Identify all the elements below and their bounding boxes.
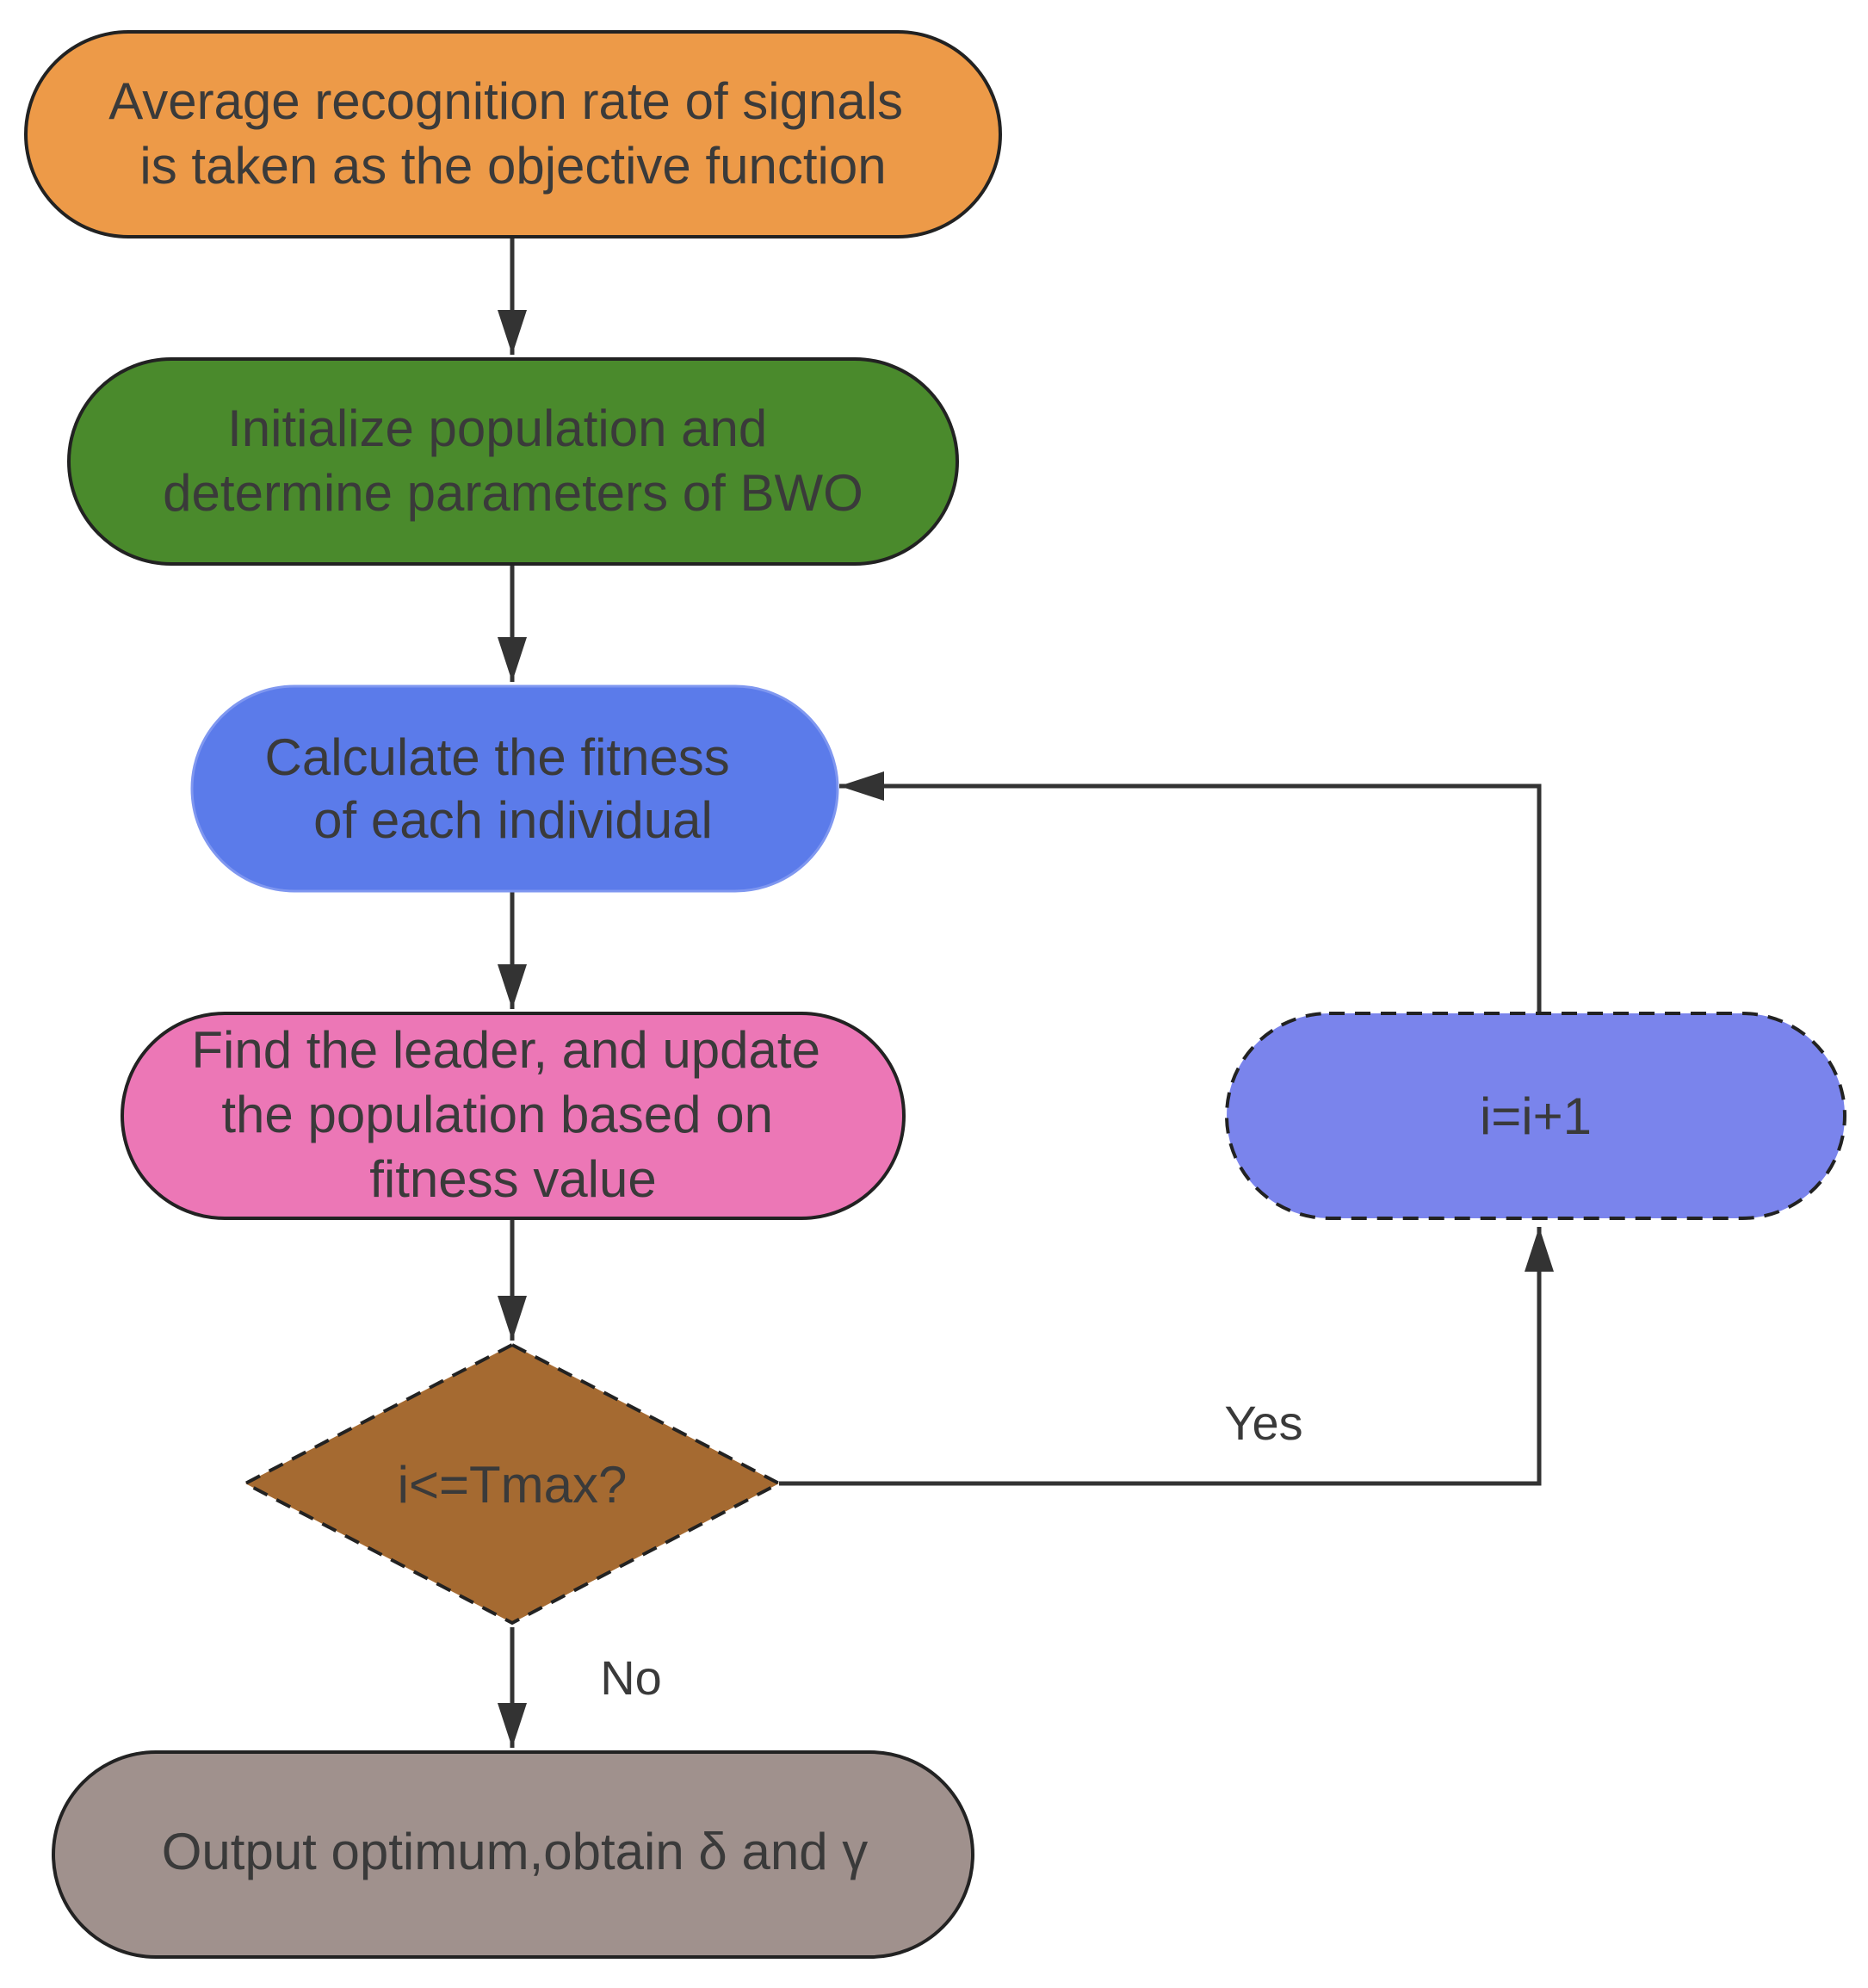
decision-node: i<=Tmax? bbox=[241, 1342, 783, 1626]
leader-line-2: the population based on bbox=[221, 1086, 773, 1143]
leader-line-3: fitness value bbox=[369, 1150, 657, 1208]
arrowhead-leader-to-decision bbox=[498, 1296, 527, 1341]
fitness-text: Calculate the fitness of each individual bbox=[265, 728, 745, 849]
objective-text: Average recognition rate of signals is t… bbox=[108, 72, 917, 195]
fitness-line-1: Calculate the fitness bbox=[265, 728, 730, 786]
initialize-line-1: Initialize population and bbox=[227, 399, 767, 457]
arrowhead-initialize-to-fitness bbox=[498, 637, 527, 682]
no-label: No bbox=[600, 1650, 662, 1705]
arrow-increment-to-fitness bbox=[839, 783, 1542, 1012]
leader-node: Find the leader, and update the populati… bbox=[121, 1012, 906, 1220]
decision-shape bbox=[241, 1342, 783, 1626]
yes-label: Yes bbox=[1224, 1396, 1302, 1450]
initialize-line-2: determine parameters of BWO bbox=[163, 464, 863, 522]
initialize-shape bbox=[67, 357, 959, 566]
initialize-node: Initialize population and determine para… bbox=[67, 357, 959, 566]
output-node: Output optimum,obtain δ and γ bbox=[52, 1750, 974, 1959]
initialize-text: Initialize population and determine para… bbox=[163, 399, 863, 522]
fitness-shape bbox=[190, 684, 839, 893]
output-text: Output optimum,obtain δ and γ bbox=[162, 1823, 869, 1880]
arrow-decision-yes-to-increment bbox=[779, 1227, 1542, 1486]
objective-line-1: Average recognition rate of signals bbox=[108, 72, 903, 130]
arrowhead-decision-to-output bbox=[498, 1703, 527, 1748]
objective-shape bbox=[24, 30, 1002, 238]
leader-text: Find the leader, and update the populati… bbox=[191, 1021, 834, 1208]
increment-shape bbox=[1225, 1012, 1846, 1220]
decision-text: i<=Tmax? bbox=[398, 1456, 628, 1514]
output-shape bbox=[52, 1750, 974, 1959]
arrowhead-increment-to-fitness bbox=[839, 771, 884, 801]
objective-line-2: is taken as the objective function bbox=[139, 137, 886, 195]
increment-text: i=i+1 bbox=[1480, 1087, 1592, 1145]
arrowhead-decision-yes-to-increment bbox=[1525, 1227, 1554, 1272]
arrowhead-objective-to-initialize bbox=[498, 310, 527, 355]
fitness-node: Calculate the fitness of each individual bbox=[190, 684, 839, 893]
increment-node: i=i+1 bbox=[1225, 1012, 1846, 1220]
arrowhead-fitness-to-leader bbox=[498, 964, 527, 1009]
leader-shape bbox=[121, 1012, 906, 1220]
connectors bbox=[498, 237, 1554, 1748]
leader-line-1: Find the leader, and update bbox=[191, 1021, 820, 1079]
objective-node: Average recognition rate of signals is t… bbox=[24, 30, 1002, 238]
fitness-line-2: of each individual bbox=[313, 791, 713, 849]
